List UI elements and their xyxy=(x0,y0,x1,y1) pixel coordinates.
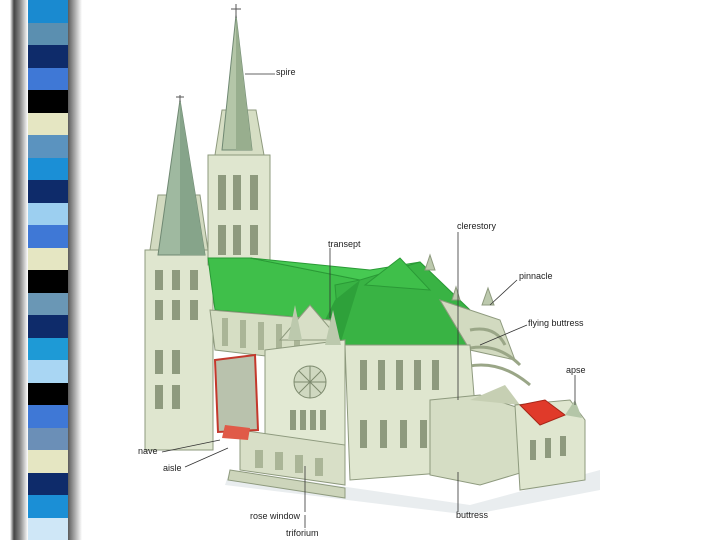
label-clerestory: clerestory xyxy=(457,221,496,231)
label-pinnacle: pinnacle xyxy=(519,271,553,281)
label-buttress: buttress xyxy=(456,510,488,520)
label-flying-buttress: flying buttress xyxy=(528,318,584,328)
label-apse: apse xyxy=(566,365,586,375)
left-tower xyxy=(145,95,213,450)
choir xyxy=(345,345,530,485)
apse xyxy=(515,400,585,490)
label-nave: nave xyxy=(138,446,158,456)
right-tower xyxy=(208,4,270,265)
cutaway-section xyxy=(215,355,258,440)
label-triforium: triforium xyxy=(286,528,319,538)
label-transept: transept xyxy=(328,239,361,249)
label-aisle: aisle xyxy=(163,463,182,473)
label-rose-window: rose window xyxy=(250,511,300,521)
label-spire: spire xyxy=(276,67,296,77)
